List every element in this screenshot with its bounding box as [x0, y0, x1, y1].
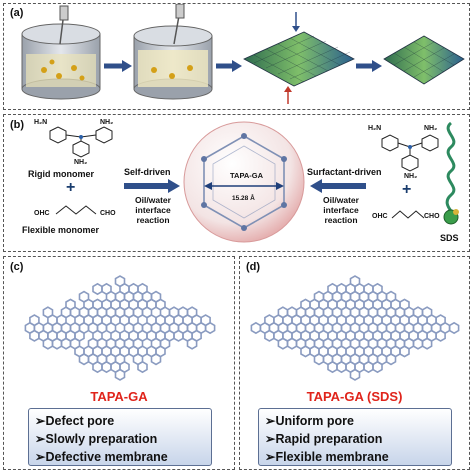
- cof-membrane-icon: [383, 35, 465, 85]
- feature-rapid-preparation: ➢Rapid preparation: [265, 432, 383, 446]
- feature-defective-membrane: ➢Defective membrane: [35, 450, 168, 464]
- network-hexagon: [114, 368, 126, 381]
- surfactant-driven-arrow-icon: [310, 179, 366, 193]
- beaker-two-icon: [133, 4, 213, 100]
- oil-water-label-left: Oil/water interface reaction: [135, 195, 171, 225]
- network-hexagon: [277, 337, 289, 350]
- glutaraldehyde-structure-icon: [55, 205, 97, 215]
- plus-sign-right: +: [402, 181, 412, 198]
- uniform-cof-network: [250, 275, 460, 381]
- self-driven-arrow-icon: [124, 179, 180, 193]
- defective-cof-network: [24, 275, 216, 381]
- aldehyde-group-1: OHC: [34, 210, 50, 217]
- feature-uniform-pore: ➢Uniform pore: [265, 414, 354, 428]
- panel-d-feature-box: ➢Uniform pore ➢Rapid preparation ➢Flexib…: [258, 408, 452, 466]
- network-hexagon: [186, 337, 198, 350]
- network-hexagon: [42, 337, 54, 350]
- network-hexagon: [51, 337, 63, 350]
- feature-defect-pore: ➢Defect pore: [35, 414, 115, 428]
- amine-group-5: NH₂: [424, 125, 438, 132]
- amine-group-6: NH₂: [404, 173, 418, 180]
- interface-membrane-icon: [243, 12, 355, 104]
- panel-c-label: (c): [10, 261, 24, 273]
- network-hexagon: [137, 360, 148, 374]
- panel-d: (d) TAPA-GA (SDS) ➢Uniform pore ➢Rapid p…: [239, 256, 470, 470]
- amine-group-1: H₂N: [34, 119, 48, 126]
- network-hexagon: [250, 321, 262, 335]
- network-hexagon: [29, 329, 40, 342]
- self-driven-label: Self-driven: [124, 167, 171, 177]
- panel-a-label: (a): [10, 7, 24, 19]
- network-hexagon: [363, 360, 374, 374]
- sds-label: SDS: [440, 233, 459, 243]
- feature-flexible-membrane: ➢Flexible membrane: [265, 450, 389, 464]
- rigid-monomer-label: Rigid monomer: [28, 169, 95, 179]
- flexible-monomer-label: Flexible monomer: [22, 225, 100, 235]
- network-hexagon: [435, 329, 446, 342]
- sds-surfactant-icon: [443, 121, 459, 225]
- network-hexagon: [349, 368, 361, 381]
- panel-c-feature-box: ➢Defect pore ➢Slowly preparation ➢Defect…: [28, 408, 212, 466]
- network-hexagon: [101, 360, 112, 374]
- network-hexagon: [336, 360, 347, 374]
- network-hexagon: [412, 337, 424, 350]
- amine-group-4: H₂N: [368, 125, 382, 132]
- plus-sign-left: +: [66, 179, 76, 196]
- network-hexagon: [327, 360, 338, 374]
- panel-b-label: (b): [10, 119, 25, 131]
- panel-a: (a): [3, 3, 470, 110]
- glutaraldehyde-structure-icon-right: [391, 210, 425, 219]
- surfactant-driven-label: Surfactant-driven: [307, 167, 382, 177]
- rigid-monomer-structure-icon-right: [381, 134, 439, 172]
- network-hexagon: [313, 353, 325, 366]
- panel-b: (b) H₂N NH₂ NH₂ Rigid monomer + OHC CHO …: [3, 114, 470, 252]
- aldehyde-group-3: OHC: [372, 213, 388, 220]
- network-hexagon: [92, 282, 103, 296]
- panel-c-title: TAPA-GA: [90, 389, 148, 404]
- feature-slowly-preparation: ➢Slowly preparation: [35, 432, 158, 446]
- network-hexagon: [60, 337, 72, 350]
- network-hexagon: [399, 345, 410, 358]
- amine-group-3: NH₂: [74, 159, 88, 166]
- aldehyde-group-2: CHO: [100, 210, 116, 217]
- pore-size-label: 15.28 Å: [232, 195, 255, 202]
- network-hexagon: [264, 329, 275, 342]
- amine-group-2: NH₂: [100, 119, 114, 126]
- rigid-monomer-structure-icon: [49, 126, 113, 158]
- beaker-one-icon: [21, 5, 101, 100]
- panel-c: (c) TAPA-GA ➢Defect pore ➢Slowly prepara…: [3, 256, 235, 470]
- aldehyde-group-4: CHO: [424, 213, 440, 220]
- network-hexagon: [300, 345, 311, 358]
- network-hexagon: [92, 360, 103, 374]
- network-hexagon: [448, 321, 460, 335]
- center-framework-label: TAPA-GA: [230, 171, 264, 180]
- cof-pore-sphere: [183, 121, 305, 243]
- network-hexagon: [204, 321, 216, 335]
- network-hexagon: [173, 329, 184, 342]
- panel-a-illustration: [21, 4, 465, 104]
- network-hexagon: [286, 337, 298, 350]
- network-hexagon: [385, 353, 397, 366]
- network-hexagon: [78, 353, 90, 366]
- panel-d-label: (d): [246, 261, 261, 273]
- pore-size-arrow-icon: [204, 182, 284, 190]
- network-hexagon: [372, 360, 383, 374]
- network-hexagon: [150, 353, 162, 366]
- oil-water-label-right: Oil/water interface reaction: [323, 195, 359, 225]
- panel-d-title: TAPA-GA (SDS): [306, 389, 403, 404]
- network-hexagon: [421, 337, 433, 350]
